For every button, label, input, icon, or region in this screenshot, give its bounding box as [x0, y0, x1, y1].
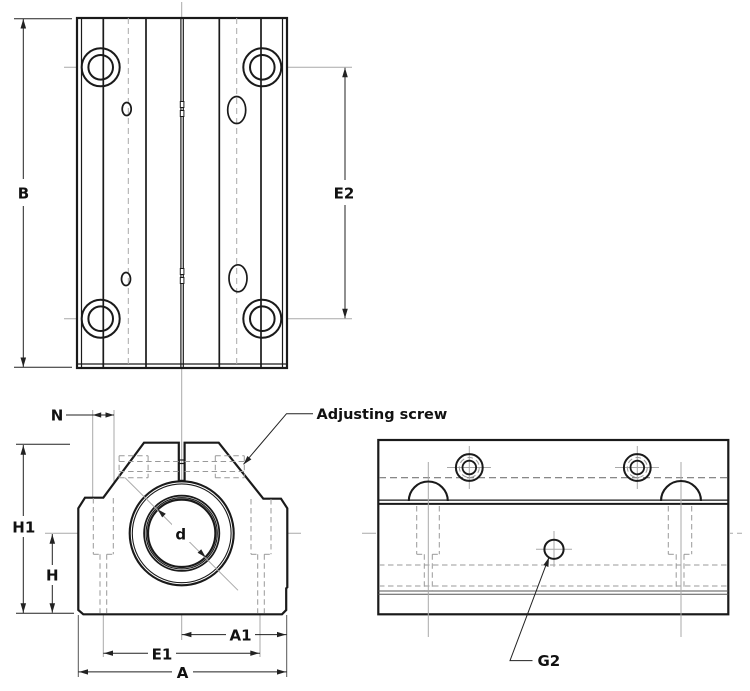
arrowhead	[49, 603, 56, 613]
hidden-mounting-holes-front	[92, 498, 272, 613]
side-view: G2	[362, 438, 742, 670]
arrowhead	[79, 669, 88, 675]
g2-hole	[536, 531, 572, 567]
dim-label-d: d	[175, 526, 186, 544]
dim-label-a1: A1	[229, 627, 251, 645]
dimension-e1: E1	[103, 644, 260, 664]
bottom-extension-lines	[77, 615, 288, 677]
dimension-a1: A1	[181, 625, 287, 645]
dim-label-e1: E1	[152, 646, 173, 664]
arrowhead	[20, 445, 27, 455]
dimension-n: N	[48, 405, 114, 425]
dim-label-b: B	[18, 185, 29, 203]
side-block-outline	[377, 438, 730, 616]
arrowhead	[92, 412, 102, 418]
arrowhead	[243, 456, 252, 465]
front-view: d H1 H N	[9, 386, 447, 682]
arrowhead	[342, 308, 348, 319]
clamp-slit-ticks	[178, 459, 185, 465]
dimension-h: H	[43, 534, 62, 613]
adjusting-screw-callout: Adjusting screw	[243, 407, 448, 465]
arrowhead	[104, 650, 113, 656]
arrowhead	[20, 357, 27, 367]
arrowhead	[49, 534, 56, 544]
arrowhead	[197, 549, 206, 558]
top-view: B E2	[11, 2, 360, 386]
dimension-h1: H1	[9, 443, 74, 614]
arrowhead	[543, 557, 549, 567]
arrowhead	[250, 650, 260, 656]
plate-hidden-centerlines	[127, 18, 238, 368]
dim-label-n: N	[51, 407, 64, 425]
clamp-seam-line	[179, 18, 185, 368]
arrowhead	[342, 67, 348, 78]
dim-label-h: H	[46, 567, 59, 585]
arrowhead	[105, 412, 114, 418]
arrowhead	[20, 19, 27, 29]
housing-plate-outline	[75, 16, 289, 370]
screw-head-domes	[407, 480, 703, 502]
arrowhead	[20, 603, 27, 613]
arrowhead	[182, 631, 192, 638]
arrowhead	[277, 669, 286, 675]
dim-label-e2: E2	[334, 185, 355, 203]
counterbore-mounting-holes	[80, 47, 283, 339]
split-line	[378, 499, 729, 505]
adjusting-screw-label: Adjusting screw	[317, 407, 448, 423]
side-vertical-centerlines	[427, 462, 682, 637]
top-screw-holes	[447, 446, 659, 489]
g2-callout: G2	[509, 557, 561, 670]
base-step-lines	[378, 590, 729, 595]
dim-label-h1: H1	[12, 519, 35, 537]
hidden-mounting-holes-side	[416, 506, 693, 591]
shaft-bore	[128, 480, 235, 587]
lubrication-holes	[120, 95, 248, 293]
dimension-d: d	[124, 477, 239, 591]
dimension-a: A	[78, 663, 287, 682]
dim-label-a: A	[177, 664, 189, 682]
adjusting-screw-hidden-hole	[118, 455, 245, 479]
dim-label-g2: G2	[538, 652, 561, 670]
plate-edge-lines	[77, 18, 287, 368]
dimension-b: B	[11, 18, 72, 368]
arrowhead	[157, 509, 166, 518]
dimension-e2: E2	[331, 67, 360, 319]
arrowhead	[277, 631, 286, 638]
